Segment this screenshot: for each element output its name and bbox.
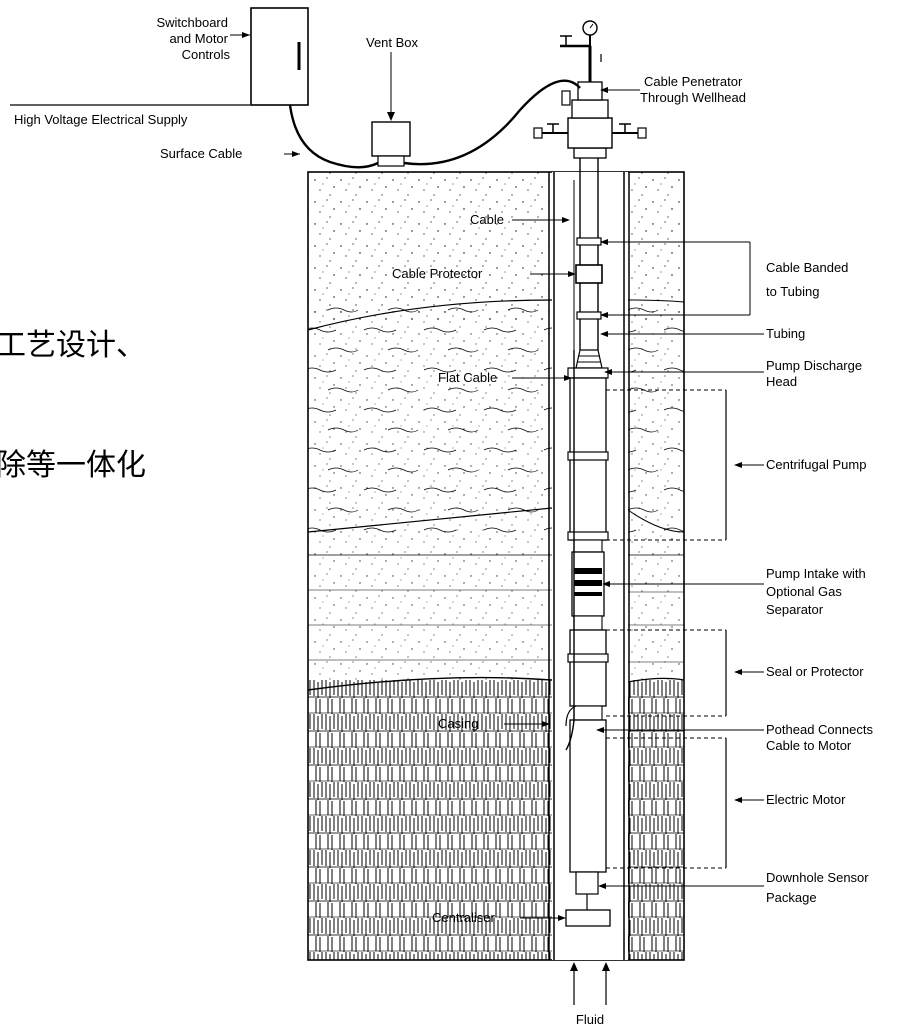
seal-body [569, 629, 607, 707]
label-penetrator-1: Cable Penetrator [644, 74, 743, 89]
pump-discharge-head [575, 349, 603, 369]
surface-cables [10, 79, 581, 169]
label-pothead-1: Pothead Connects [766, 722, 873, 737]
label-centrifugal-pump: Centrifugal Pump [766, 457, 866, 472]
label-surface-cable: Surface Cable [160, 146, 242, 161]
leader-lines [504, 87, 764, 921]
electric-motor-body [569, 719, 607, 873]
label-centraliser: Centraliser [432, 910, 496, 925]
centraliser-body [565, 909, 611, 927]
label-intake-3: Separator [766, 602, 824, 617]
label-switchboard-3: Controls [182, 47, 231, 62]
label-pothead-2: Cable to Motor [766, 738, 852, 753]
label-cable-protector: Cable Protector [392, 266, 483, 281]
label-intake-2: Optional Gas [766, 584, 842, 599]
label-cable: Cable [470, 212, 504, 227]
side-text-line-2: 除等一体化 [0, 448, 146, 483]
label-casing: Casing [438, 716, 478, 731]
diagram-labels: Switchboard and Motor Controls Vent Box … [14, 15, 873, 1027]
label-sensor-1: Downhole Sensor [766, 870, 869, 885]
label-flat-cable: Flat Cable [438, 370, 497, 385]
label-vent-box: Vent Box [366, 35, 419, 50]
side-text-line-1: 工艺设计、 [0, 328, 146, 363]
cable-protector-clamp [575, 264, 603, 284]
pump-string [565, 350, 611, 927]
label-hv-supply: High Voltage Electrical Supply [14, 112, 188, 127]
label-intake-1: Pump Intake with [766, 566, 866, 581]
vent-box [371, 52, 411, 167]
tubing [573, 150, 603, 369]
label-cable-banded-1: Cable Banded [766, 260, 848, 275]
label-discharge-1: Pump Discharge [766, 358, 862, 373]
label-switchboard-2: and Motor [169, 31, 228, 46]
switchboard [230, 7, 309, 106]
label-seal: Seal or Protector [766, 664, 864, 679]
wellhead [533, 20, 647, 159]
label-tubing: Tubing [766, 326, 805, 341]
fluid-arrows [570, 962, 610, 1005]
label-fluid: Fluid [576, 1012, 604, 1027]
label-sensor-2: Package [766, 890, 817, 905]
label-penetrator-2: Through Wellhead [640, 90, 746, 105]
downhole-sensor-body [575, 871, 599, 895]
label-switchboard-1: Switchboard [156, 15, 228, 30]
label-electric-motor: Electric Motor [766, 792, 846, 807]
label-discharge-2: Head [766, 374, 797, 389]
label-cable-banded-2: to Tubing [766, 284, 820, 299]
